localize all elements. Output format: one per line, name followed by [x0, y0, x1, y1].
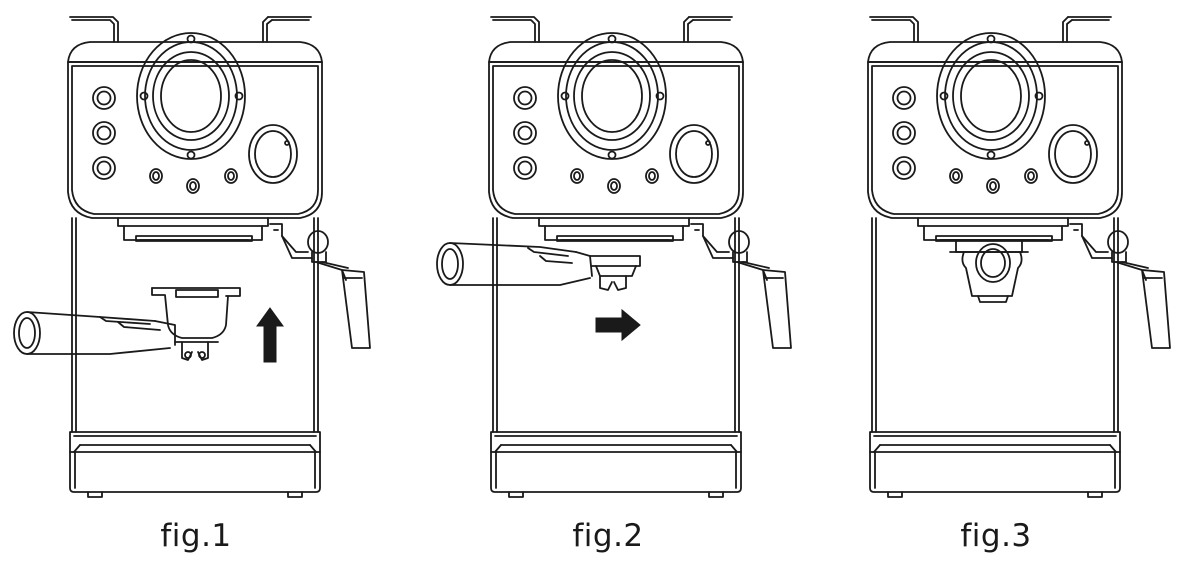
- figure-caption-3: fig.3: [960, 518, 1032, 554]
- figure-2: [436, 16, 792, 498]
- figure-3: [867, 16, 1171, 498]
- figure-caption-1: fig.1: [160, 518, 232, 554]
- figure-caption-2: fig.2: [572, 518, 644, 554]
- figure-1: [13, 16, 371, 498]
- up-arrow-icon: [256, 307, 284, 363]
- right-arrow-icon: [595, 308, 641, 342]
